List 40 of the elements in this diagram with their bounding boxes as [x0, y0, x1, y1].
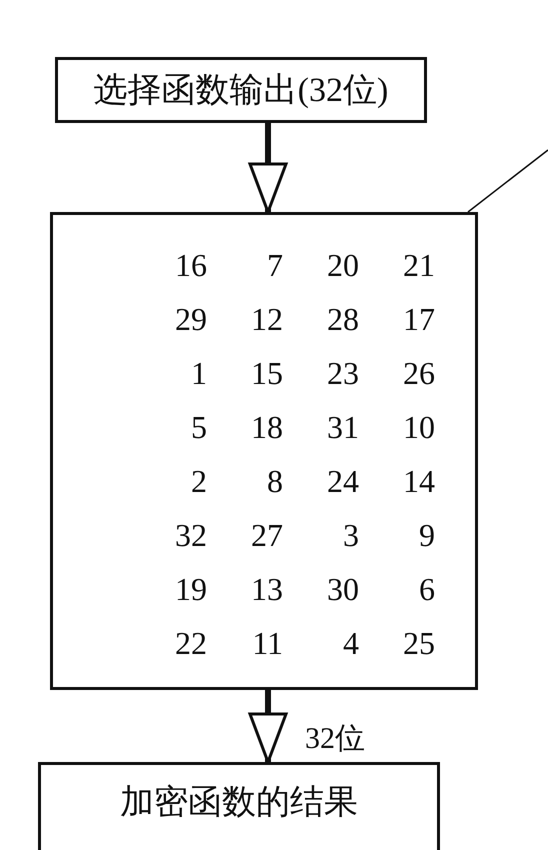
- node-text: 加密函数的结果: [120, 783, 358, 823]
- table-number: 9: [418, 516, 435, 555]
- table-number: 1: [190, 354, 207, 393]
- table-number: 25: [402, 624, 435, 663]
- leader-line: [468, 149, 548, 213]
- arrow: [248, 690, 288, 764]
- table-number: 31: [326, 408, 359, 447]
- table-number: 8: [266, 462, 283, 501]
- table-number: 21: [402, 246, 435, 285]
- table-number: 6: [418, 570, 435, 609]
- table-number: 12: [250, 300, 283, 339]
- table-number: 28: [326, 300, 359, 339]
- table-number: 13: [250, 570, 283, 609]
- table-number: 24: [326, 462, 359, 501]
- process-box: [55, 57, 427, 123]
- table-number: 17: [402, 300, 435, 339]
- table-number: 15: [250, 354, 283, 393]
- table-number: 10: [402, 408, 435, 447]
- table-number: 2: [190, 462, 207, 501]
- table-number: 23: [326, 354, 359, 393]
- table-number: 14: [402, 462, 435, 501]
- table-number: 16: [174, 246, 207, 285]
- table-number: 11: [251, 624, 283, 663]
- process-box: [38, 762, 440, 850]
- table-number: 32: [174, 516, 207, 555]
- table-number: 4: [342, 624, 359, 663]
- table-number: 27: [250, 516, 283, 555]
- table-number: 29: [174, 300, 207, 339]
- table-number: 30: [326, 570, 359, 609]
- table-number: 7: [266, 246, 283, 285]
- table-box: [50, 212, 478, 690]
- node-text: 选择函数输出(32位): [94, 71, 388, 111]
- table-number: 20: [326, 246, 359, 285]
- table-number: 26: [402, 354, 435, 393]
- table-number: 18: [250, 408, 283, 447]
- table-number: 5: [190, 408, 207, 447]
- table-number: 3: [342, 516, 359, 555]
- table-number: 19: [174, 570, 207, 609]
- arrow: [248, 123, 288, 214]
- table-number: 22: [174, 624, 207, 663]
